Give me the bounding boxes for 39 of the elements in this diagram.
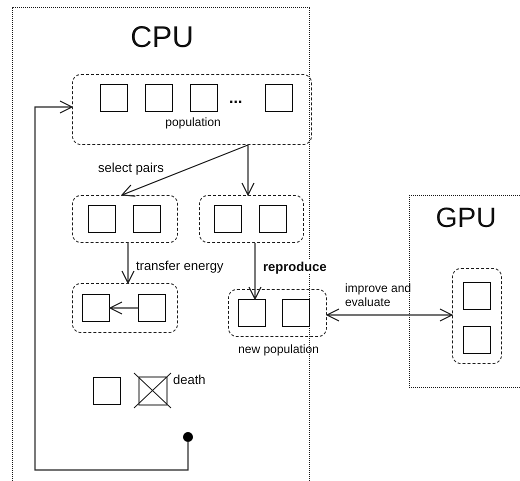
processor-panel: [409, 195, 520, 388]
arrow: [326, 308, 453, 322]
arrow: [34, 100, 189, 471]
edge-label: improve and evaluate: [344, 281, 412, 309]
square: [259, 205, 287, 233]
caption-text: death: [173, 372, 206, 387]
square: [282, 299, 310, 327]
dot: [183, 432, 193, 442]
square: [214, 205, 242, 233]
edge-label: transfer energy: [135, 258, 224, 273]
square: [138, 294, 166, 322]
dashed-group: [72, 283, 178, 333]
group-label: population: [164, 116, 222, 128]
arrow: [121, 243, 135, 284]
group-label: new population: [237, 343, 320, 355]
square: [93, 377, 121, 405]
square: [100, 84, 128, 112]
dashed-group: [72, 195, 178, 243]
square: [82, 294, 110, 322]
arrow: [109, 301, 138, 315]
edge-label: reproduce: [262, 259, 328, 274]
panel-title: GPU: [434, 204, 498, 232]
ellipsis-text: ...: [229, 91, 242, 107]
square: [190, 84, 218, 112]
edge-label: select pairs: [97, 160, 165, 175]
dashed-group: [452, 268, 502, 364]
square: [238, 299, 266, 327]
arrow: [121, 144, 248, 197]
square: [463, 326, 491, 354]
square: [265, 84, 293, 112]
dashed-group: [199, 195, 304, 243]
dashed-group: [72, 74, 312, 145]
arrow: [248, 243, 262, 300]
square: [145, 84, 173, 112]
panel-title: CPU: [129, 23, 195, 53]
square: [133, 205, 161, 233]
square: [88, 205, 116, 233]
square: [463, 282, 491, 310]
arrow: [241, 145, 255, 196]
